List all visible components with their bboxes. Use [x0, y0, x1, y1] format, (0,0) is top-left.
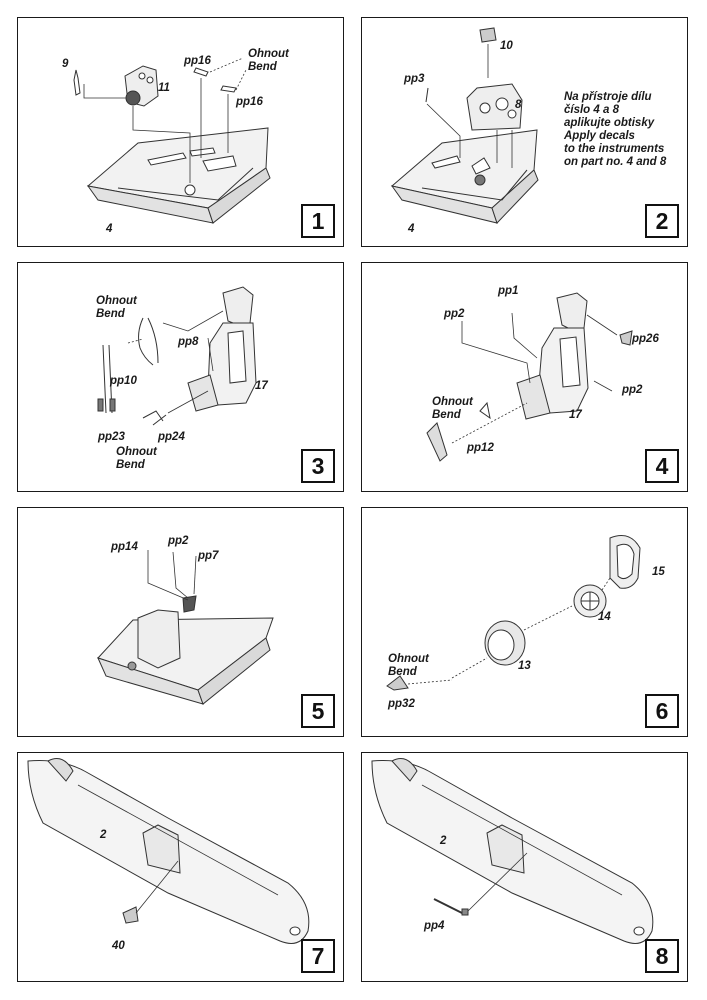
part-label: pp8: [178, 336, 199, 348]
part-label: pp2: [168, 535, 189, 547]
step-number: 4: [645, 449, 679, 483]
step-number: 6: [645, 694, 679, 728]
step-4-illustration: [426, 292, 633, 462]
step-1-illustration: [73, 57, 271, 224]
step-7-panel: 2 40 7: [17, 752, 344, 982]
part-label: 4: [408, 223, 415, 235]
bend-label: Ohnout: [388, 653, 429, 665]
part-label: 11: [158, 82, 170, 94]
part-label: pp2: [622, 384, 643, 396]
part-label: pp16: [184, 55, 211, 67]
part-label: 40: [112, 940, 125, 952]
part-label: pp1: [498, 285, 519, 297]
bend-label: Bend: [96, 308, 125, 320]
step-7-illustration: [27, 758, 310, 944]
part-label: 17: [569, 409, 582, 421]
step-4-panel: pp1 pp2 pp26 Ohnout Bend pp2 17 pp12 4: [361, 262, 688, 492]
decal-instruction-note: Na přístroje dílu číslo 4 a 8 aplikujte …: [564, 91, 666, 169]
bend-label: Bend: [432, 409, 461, 421]
bend-label: Ohnout: [116, 446, 157, 458]
part-label: 10: [500, 40, 513, 52]
part-label: pp3: [404, 73, 425, 85]
part-label: pp12: [467, 442, 494, 454]
step-number: 7: [301, 939, 335, 973]
part-label: 2: [100, 829, 107, 841]
part-label: pp10: [110, 375, 137, 387]
step-2-panel: 10 pp3 8 4 Na přístroje dílu číslo 4 a 8…: [361, 17, 688, 247]
part-label: pp24: [158, 431, 185, 443]
bend-label: Ohnout: [432, 396, 473, 408]
part-label: 14: [598, 611, 611, 623]
part-label: pp16: [236, 96, 263, 108]
part-label: 8: [515, 99, 522, 111]
part-label: 4: [106, 223, 113, 235]
part-label: pp2: [444, 308, 465, 320]
bend-label: Bend: [388, 666, 417, 678]
part-label: pp7: [198, 550, 219, 562]
step-number: 1: [301, 204, 335, 238]
bend-label: Bend: [116, 459, 145, 471]
note-line: on part no. 4 and 8: [564, 156, 667, 168]
step-5-panel: pp14 pp2 pp7 5: [17, 507, 344, 737]
note-line: Na přístroje dílu: [564, 91, 652, 103]
part-label: pp23: [98, 431, 125, 443]
part-label: pp14: [111, 541, 138, 553]
step-2-illustration: [390, 27, 539, 224]
step-number: 8: [645, 939, 679, 973]
bend-label: Ohnout: [96, 295, 137, 307]
part-label: 17: [255, 380, 268, 392]
step-8-panel: 2 pp4 8: [361, 752, 688, 982]
note-line: číslo 4 a 8: [564, 104, 619, 116]
note-line: aplikujte obtisky: [564, 117, 655, 129]
part-label: 13: [518, 660, 531, 672]
bend-label: Bend: [248, 61, 277, 73]
step-3-panel: Ohnout Bend pp8 pp10 17 pp23 pp24 Ohnout…: [17, 262, 344, 492]
part-label: pp32: [388, 698, 415, 710]
step-1-panel: 9 11 pp16 Ohnout Bend pp16 4 1: [17, 17, 344, 247]
part-label: 9: [62, 58, 69, 70]
step-8-illustration: [371, 758, 654, 944]
step-3-illustration: [97, 286, 257, 426]
note-line: Apply decals: [564, 130, 635, 142]
step-number: 2: [645, 204, 679, 238]
step-6-illustration: [386, 535, 641, 691]
step-6-panel: 15 14 Ohnout Bend 13 pp32 6: [361, 507, 688, 737]
step-number: 5: [301, 694, 335, 728]
step-number: 3: [301, 449, 335, 483]
note-line: to the instruments: [564, 143, 665, 155]
part-label: pp26: [632, 333, 659, 345]
step-5-illustration: [97, 550, 274, 705]
bend-label: Ohnout: [248, 48, 289, 60]
part-label: 15: [652, 566, 665, 578]
part-label: pp4: [424, 920, 445, 932]
part-label: 2: [440, 835, 447, 847]
